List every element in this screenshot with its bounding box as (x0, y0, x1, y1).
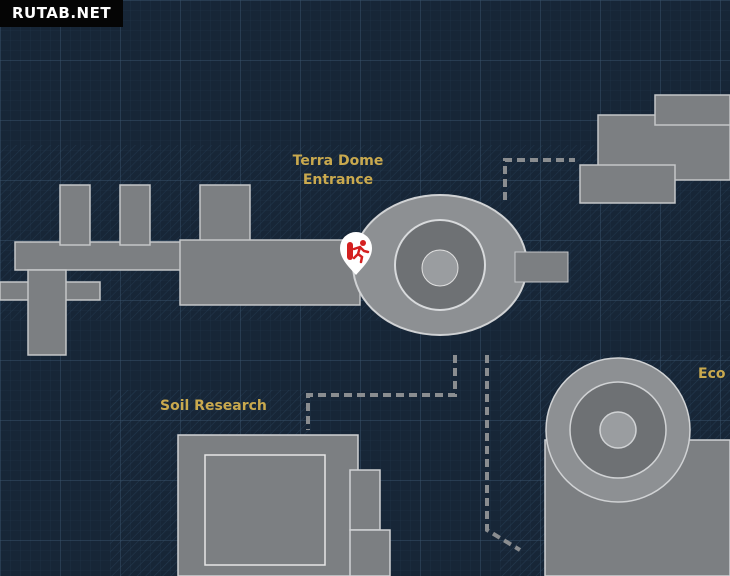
exit-runner-icon[interactable] (339, 232, 373, 276)
soil-research-structure (177, 434, 391, 576)
soil-research-label: Soil Research (160, 398, 267, 414)
northeast-structure (579, 94, 730, 204)
path-connectors (306, 158, 575, 552)
terra-dome-entrance-label: Terra Dome Entrance (285, 152, 391, 190)
west-corridor-structure (0, 184, 361, 356)
eco-structure (544, 357, 730, 576)
label-line-2: Entrance (302, 172, 374, 188)
eco-label: Eco (698, 366, 726, 382)
watermark: RUTAB.NET (0, 0, 124, 27)
label-line-1: Terra Dome (292, 153, 384, 169)
